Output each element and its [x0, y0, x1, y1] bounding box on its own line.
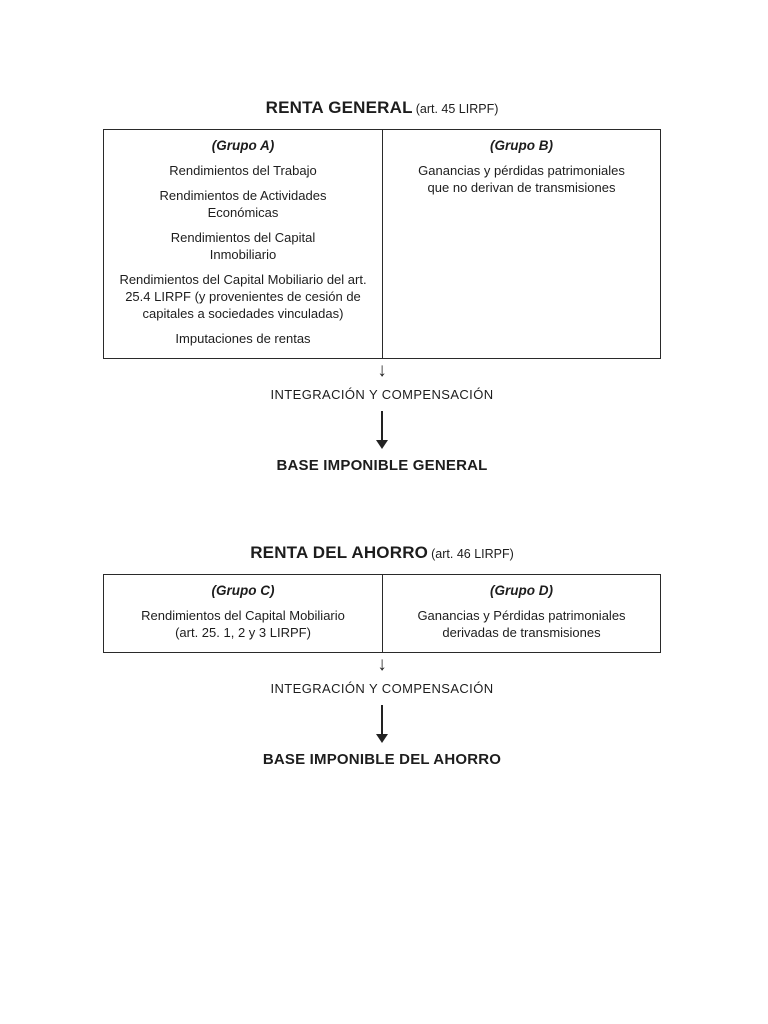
grupo-c-header: (Grupo C)	[211, 583, 275, 598]
grupo-d-item: Ganancias y Pérdidas patrimoniales deriv…	[417, 608, 626, 640]
grupo-c-cell: (Grupo C) Rendimientos del Capital Mobil…	[104, 575, 382, 652]
base-imponible-ahorro-label: BASE IMPONIBLE DEL AHORRO	[262, 751, 502, 768]
down-arrow-icon: ↓	[377, 654, 387, 675]
section-renta-del-ahorro: RENTA DEL AHORRO(art. 46 LIRPF) (Grupo C…	[103, 538, 661, 769]
renta-general-title: RENTA GENERAL(art. 45 LIRPF)	[103, 93, 661, 119]
renta-general-title-main: RENTA GENERAL	[265, 98, 413, 117]
grupo-a-item: Rendimientos del Capital Mobiliario del …	[119, 272, 367, 321]
renta-general-flow: ↓ INTEGRACIÓN Y COMPENSACIÓN BASE IMPONI…	[103, 359, 661, 475]
grupo-d-cell: (Grupo D) Ganancias y Pérdidas patrimoni…	[382, 575, 660, 652]
grupo-a-header: (Grupo A)	[211, 138, 275, 153]
renta-general-title-ref: (art. 45 LIRPF)	[415, 102, 499, 116]
arrow-head	[376, 440, 388, 449]
renta-ahorro-flow: ↓ INTEGRACIÓN Y COMPENSACIÓN BASE IMPONI…	[103, 653, 661, 769]
integration-label: INTEGRACIÓN Y COMPENSACIÓN	[270, 387, 494, 402]
base-imponible-general-label: BASE IMPONIBLE GENERAL	[276, 457, 488, 474]
grupo-a-item: Rendimientos del Trabajo	[169, 163, 317, 178]
renta-ahorro-groups-table: (Grupo C) Rendimientos del Capital Mobil…	[103, 574, 661, 653]
renta-ahorro-title-main: RENTA DEL AHORRO	[250, 543, 429, 562]
grupo-c-item: Rendimientos del Capital Mobiliario (art…	[141, 608, 345, 640]
grupo-a-item: Rendimientos de Actividades Económicas	[159, 188, 327, 220]
grupo-b-header: (Grupo B)	[490, 138, 553, 153]
renta-general-groups-table: (Grupo A) Rendimientos del Trabajo Rendi…	[103, 129, 661, 359]
long-down-arrow-icon	[376, 705, 388, 743]
grupo-a-cell: (Grupo A) Rendimientos del Trabajo Rendi…	[104, 130, 382, 358]
integration-label: INTEGRACIÓN Y COMPENSACIÓN	[270, 681, 494, 696]
down-arrow-icon: ↓	[377, 360, 387, 381]
grupo-a-item: Imputaciones de rentas	[175, 331, 311, 346]
grupo-d-header: (Grupo D)	[490, 583, 553, 598]
grupo-b-item: Ganancias y pérdidas patrimoniales que n…	[418, 163, 625, 195]
arrow-shaft	[381, 411, 383, 440]
long-down-arrow-icon	[376, 411, 388, 449]
grupo-a-item: Rendimientos del Capital Inmobiliario	[170, 230, 316, 262]
renta-ahorro-title: RENTA DEL AHORRO(art. 46 LIRPF)	[103, 538, 661, 564]
section-renta-general: RENTA GENERAL(art. 45 LIRPF) (Grupo A) R…	[103, 93, 661, 475]
arrow-shaft	[381, 705, 383, 734]
grupo-b-cell: (Grupo B) Ganancias y pérdidas patrimoni…	[382, 130, 660, 358]
renta-ahorro-title-ref: (art. 46 LIRPF)	[431, 547, 514, 561]
document-content: RENTA GENERAL(art. 45 LIRPF) (Grupo A) R…	[103, 93, 661, 769]
arrow-head	[376, 734, 388, 743]
